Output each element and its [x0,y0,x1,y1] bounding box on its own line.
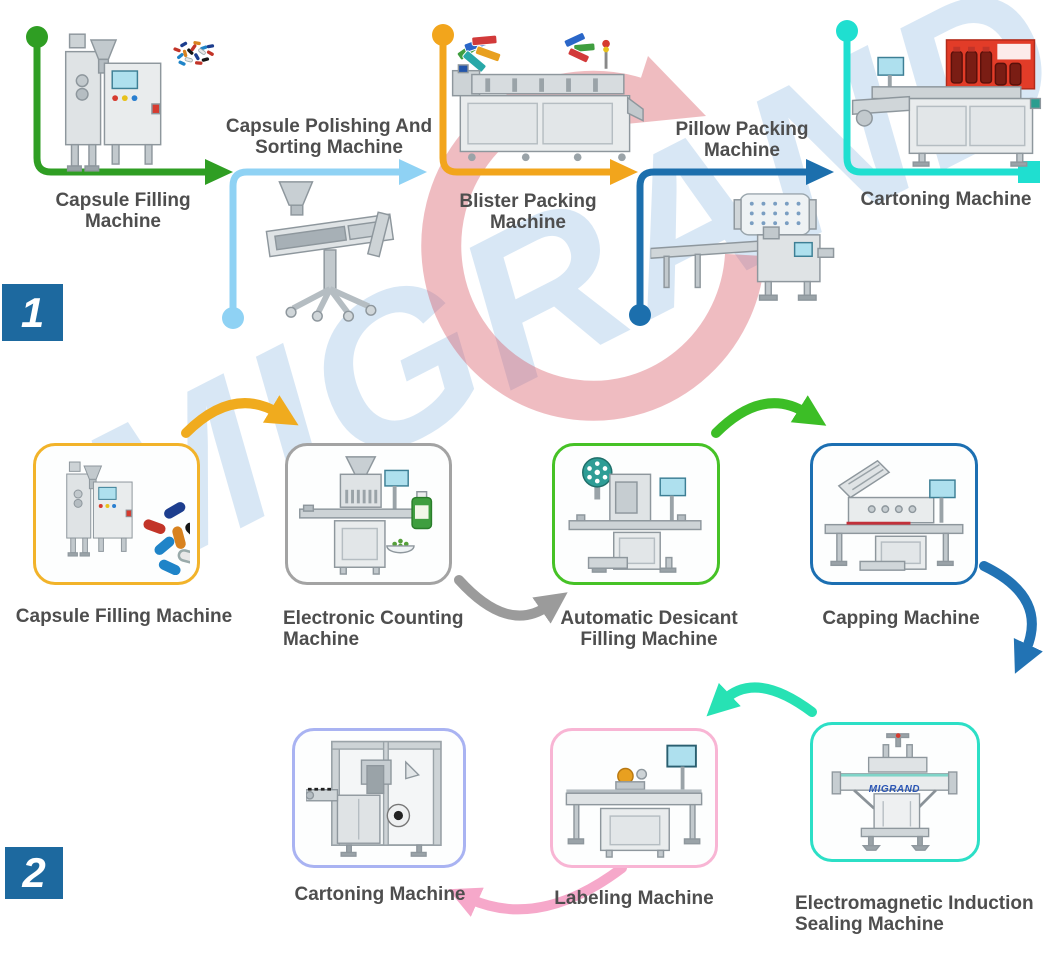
label-electronic-counting-machine: Electronic Counting Machine [283,608,464,650]
blister-packing-machine-image [443,28,645,173]
section-2-badge: 2 [5,847,63,899]
cartoning-machine-box [292,728,466,868]
capsule-filling-machine-box [33,443,200,585]
flow2-arrow-green [711,395,827,438]
label-desicant-filling-machine: Automatic Desicant Filling Machine [560,608,738,650]
label-capping-machine: Capping Machine [822,608,980,629]
label-pillow-packing-machine: Pillow Packing Machine [675,119,809,161]
labeling-machine-box [550,728,718,868]
section-1-badge: 1 [2,284,63,341]
label-induction-sealing-machine: Electromagnetic Induction Sealing Machin… [795,893,1034,935]
label-capsule-filling-machine: Capsule Filling Machine [55,190,191,232]
capping-machine-box [810,443,978,585]
flow2-arrow-teal [706,682,817,717]
machine-brand-logo: MIGRAND [868,783,921,795]
label-capsule-filling-machine-2: Capsule Filling Machine [15,606,233,627]
flow2-arrow-orange [181,395,299,438]
electronic-counting-machine-box [285,443,452,585]
label-cartoning-machine-2: Cartoning Machine [294,884,466,905]
label-cartoning-machine-1: Cartoning Machine [860,189,1032,210]
capsule-filling-machine-image [56,30,182,176]
desicant-filling-machine-box [552,443,720,585]
induction-sealing-machine-box: MIGRAND [810,722,980,862]
label-labeling-machine: Labeling Machine [554,888,714,909]
label-blister-packing-machine: Blister Packing Machine [459,191,597,233]
polishing-sorting-machine-image [250,176,410,322]
cartoning-machine-image [850,36,1042,168]
pillow-packing-machine-image [648,192,838,304]
capsule-cluster-image [170,36,220,70]
label-polishing-sorting-machine: Capsule Polishing And Sorting Machine [225,116,433,158]
